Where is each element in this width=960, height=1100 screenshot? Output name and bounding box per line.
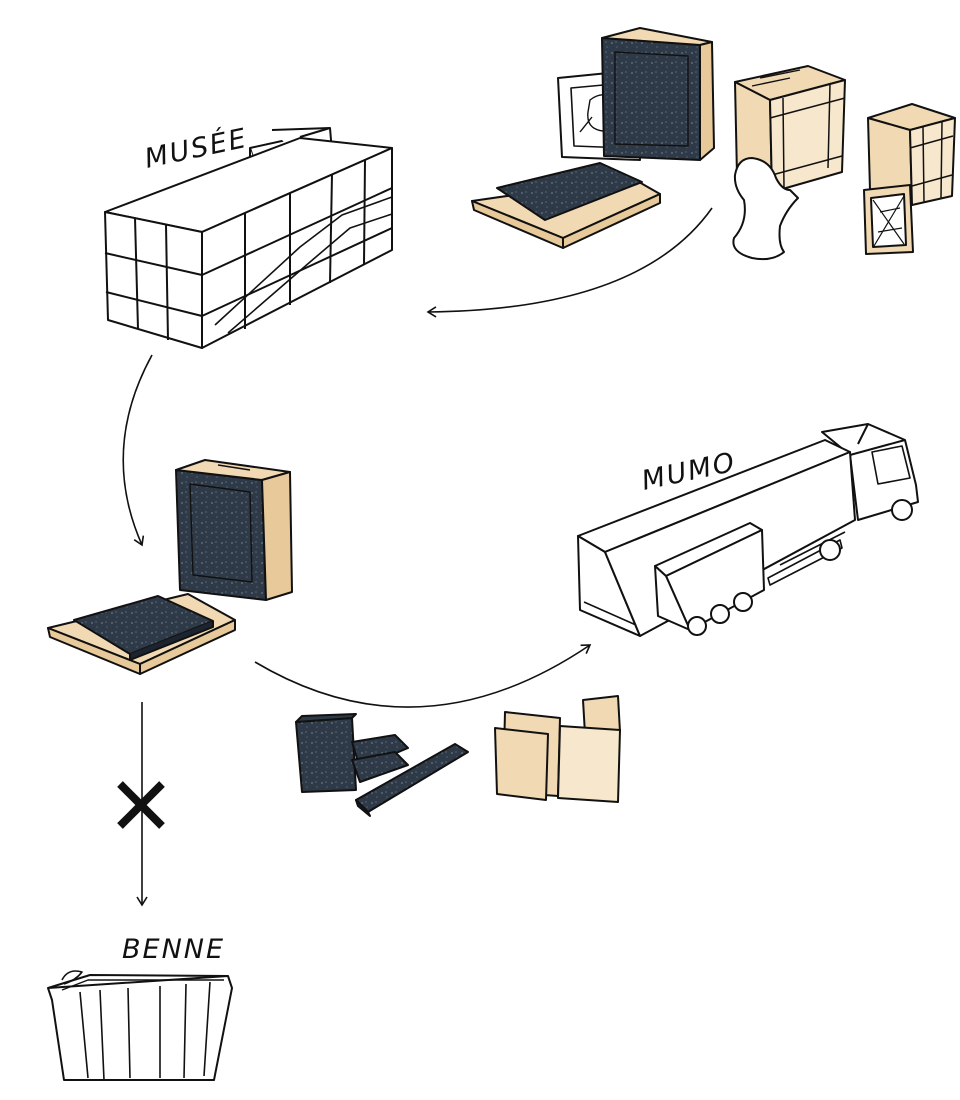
- museum-building-icon: [104, 127, 393, 349]
- dumpster-icon: [47, 970, 233, 1081]
- arrow-museum-to-storage: [122, 354, 153, 547]
- packing-materials-icon: [295, 695, 621, 817]
- arrow-storage-to-truck: [254, 644, 592, 708]
- arrow-crates-to-museum: [426, 207, 713, 318]
- mumo-truck-icon: [577, 423, 919, 637]
- dumpster-label: BENNE: [122, 934, 225, 965]
- cross-mark-icon: [117, 781, 165, 829]
- stored-crates-icon: [47, 459, 293, 675]
- art-crates-icon: [471, 27, 956, 261]
